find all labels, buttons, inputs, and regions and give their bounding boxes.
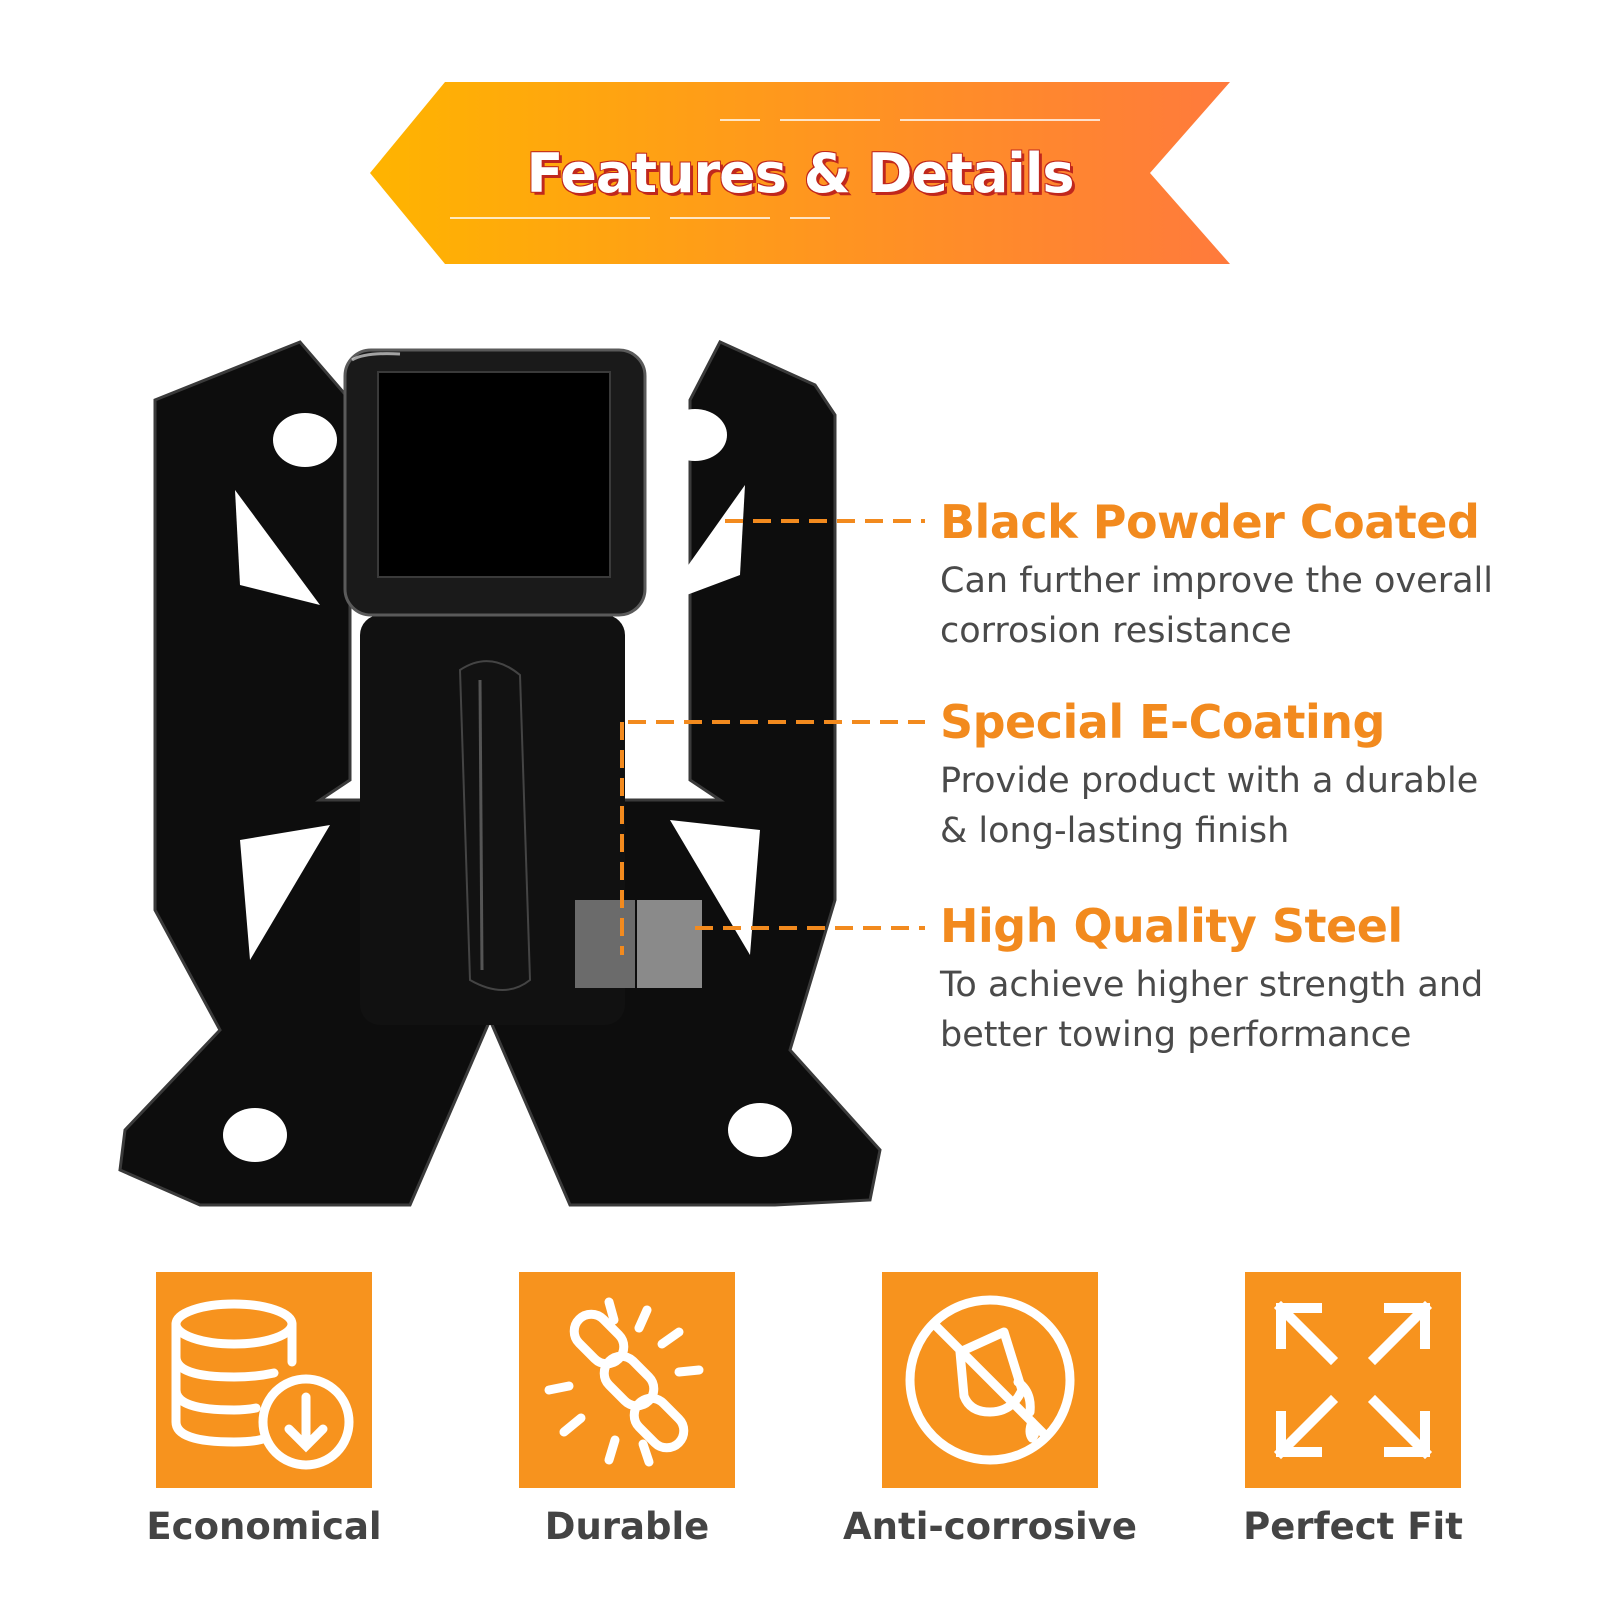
feature-powder-coated: Black Powder Coated Can further improve … — [940, 496, 1560, 656]
badge-label-perfect-fit: Perfect Fit — [1243, 1505, 1463, 1548]
badge-durable — [519, 1272, 735, 1488]
badge-label-durable: Durable — [544, 1505, 710, 1548]
banner-shape — [370, 82, 1230, 264]
expand-arrows-icon — [1273, 1300, 1433, 1460]
feature-quality-steel: High Quality Steel To achieve higher str… — [940, 900, 1560, 1060]
feature-e-coating: Special E-Coating Provide product with a… — [940, 696, 1560, 856]
feature-desc-line: To achieve higher strength and — [940, 965, 1484, 1005]
badge-label-economical: Economical — [146, 1505, 382, 1548]
badge-label-anti-corrosive: Anti-corrosive — [843, 1505, 1137, 1548]
feature-desc-line: Can further improve the overall — [940, 561, 1493, 601]
badge-economical — [156, 1272, 372, 1488]
page-title: Features & Details — [526, 141, 1075, 205]
coins-download-icon — [171, 1299, 354, 1470]
feature-desc-line: corrosion resistance — [940, 611, 1292, 651]
feature-title: Special E-Coating — [940, 695, 1385, 749]
feature-description: To achieve higher strength and better to… — [940, 960, 1560, 1060]
no-paint-bucket-icon — [905, 1295, 1075, 1465]
badge-perfect-fit — [1245, 1272, 1461, 1488]
feature-desc-line: & long-lasting finish — [940, 811, 1290, 851]
feature-desc-line: better towing performance — [940, 1015, 1412, 1055]
chain-link-icon — [544, 1297, 704, 1467]
feature-title: High Quality Steel — [940, 899, 1403, 953]
feature-description: Can further improve the overall corrosio… — [940, 556, 1560, 656]
badge-anti-corrosive — [882, 1272, 1098, 1488]
feature-desc-line: Provide product with a durable — [940, 761, 1479, 801]
feature-title: Black Powder Coated — [940, 495, 1480, 549]
feature-description: Provide product with a durable & long-la… — [940, 756, 1560, 856]
hitch-plate-image — [118, 340, 882, 1207]
